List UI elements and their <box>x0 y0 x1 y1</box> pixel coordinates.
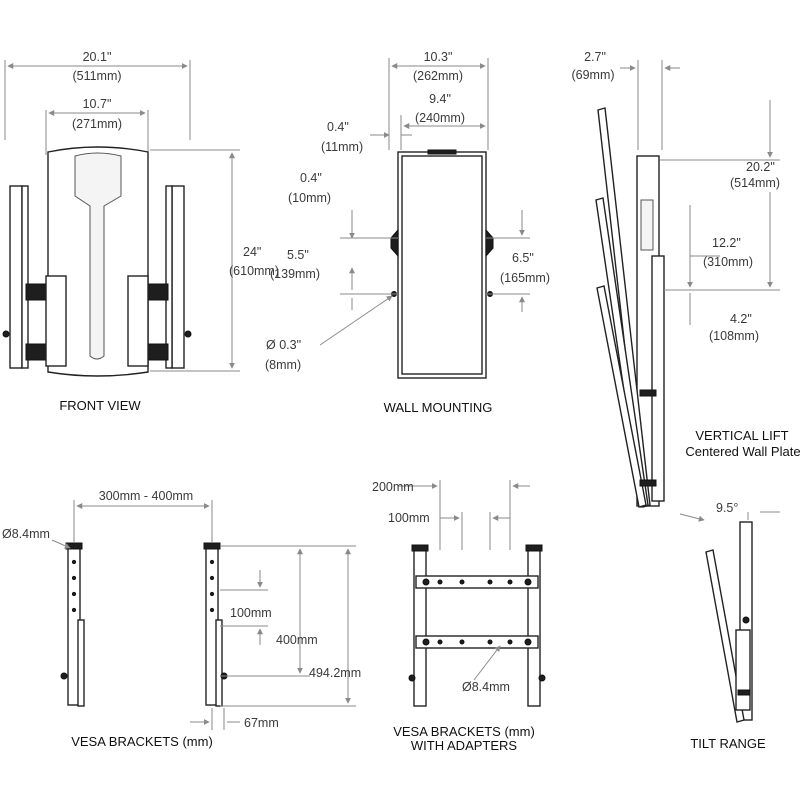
vesa-adapters-drawing <box>398 480 546 707</box>
vl-lift-mm: (514mm) <box>730 176 780 190</box>
vesa-d400: 400mm <box>276 633 318 647</box>
vesa-adapt-d200: 200mm <box>372 480 414 494</box>
vl-low-in: 4.2" <box>730 312 752 326</box>
wm-side-in: 0.4" <box>327 120 349 134</box>
front-inner-mm: (271mm) <box>72 117 122 131</box>
front-inner-in: 10.7" <box>83 97 112 111</box>
front-height-mm: (610mm) <box>229 264 279 278</box>
vesa-spacing: 300mm - 400mm <box>99 489 193 503</box>
vesa-brackets-caption: VESA BRACKETS (mm) <box>71 734 213 749</box>
vesa-adapt-hole: Ø8.4mm <box>462 680 510 694</box>
vesa-adapters-caption-1: VESA BRACKETS (mm) <box>393 724 535 739</box>
front-height-in: 24" <box>243 245 261 259</box>
vl-depth-mm: (69mm) <box>571 68 614 82</box>
vesa-d67: 67mm <box>244 716 279 730</box>
vl-center-in: 12.2" <box>712 236 741 250</box>
wm-top-mm: (10mm) <box>288 191 331 205</box>
tilt-angle: 9.5° <box>716 501 738 515</box>
tilt-range-drawing <box>679 511 780 723</box>
wm-inner-mm: (240mm) <box>415 111 465 125</box>
vesa-adapt-d100: 100mm <box>388 511 430 525</box>
front-width-mm: (511mm) <box>72 69 121 83</box>
vesa-adapters-caption-2: WITH ADAPTERS <box>411 738 518 753</box>
vertical-lift-drawing <box>595 60 780 508</box>
vesa-d494: 494.2mm <box>309 666 361 680</box>
vesa-hole: Ø8.4mm <box>2 527 50 541</box>
vl-lift-in: 20.2" <box>746 160 775 174</box>
wm-left-in: 5.5" <box>287 248 309 262</box>
wm-hole-in: Ø 0.3" <box>266 338 301 352</box>
wm-hole-mm: (8mm) <box>265 358 301 372</box>
vesa-d100: 100mm <box>230 606 272 620</box>
wm-inner-in: 9.4" <box>429 92 451 106</box>
front-width-in: 20.1" <box>83 50 112 64</box>
front-view-caption: FRONT VIEW <box>59 398 141 413</box>
vesa-brackets-drawing <box>51 500 356 730</box>
wall-mounting-drawing <box>319 58 530 379</box>
wm-top-in: 0.4" <box>300 171 322 185</box>
vertical-lift-caption-2: Centered Wall Plate <box>685 444 800 459</box>
wm-side-mm: (11mm) <box>321 140 363 154</box>
tilt-range-caption: TILT RANGE <box>690 736 766 751</box>
vertical-lift-caption-1: VERTICAL LIFT <box>695 428 788 443</box>
vl-low-mm: (108mm) <box>709 329 759 343</box>
vl-depth-in: 2.7" <box>584 50 606 64</box>
front-view-drawing <box>2 60 240 377</box>
wall-mounting-caption: WALL MOUNTING <box>384 400 493 415</box>
wm-right-mm: (165mm) <box>500 271 550 285</box>
wm-right-in: 6.5" <box>512 251 534 265</box>
wm-left-mm: (139mm) <box>270 267 320 281</box>
wm-width-in: 10.3" <box>424 50 453 64</box>
vl-center-mm: (310mm) <box>703 255 753 269</box>
wm-width-mm: (262mm) <box>413 69 463 83</box>
